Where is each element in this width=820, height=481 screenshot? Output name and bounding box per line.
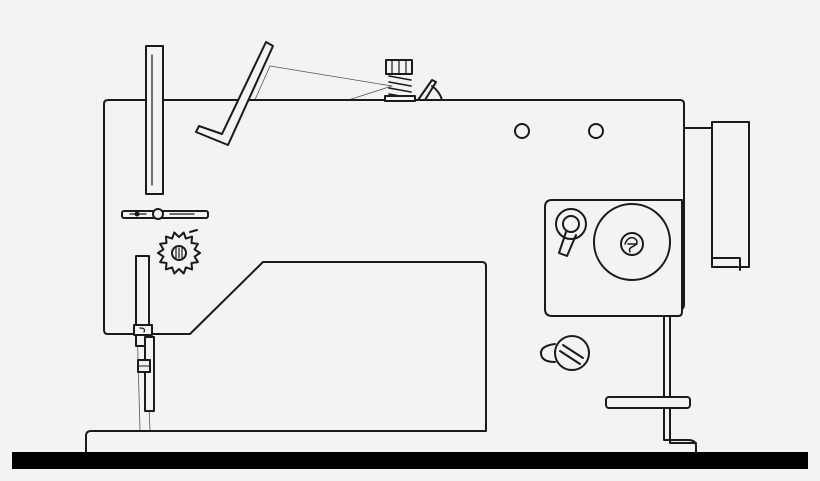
- reverse-lever: [605, 396, 691, 409]
- take-up-lever: [195, 41, 274, 146]
- thread-guide-bar: [121, 208, 209, 220]
- screw-hole: [588, 123, 604, 139]
- screw-hole: [514, 123, 530, 139]
- stitch-dial: [593, 203, 671, 281]
- gear-post: [189, 229, 198, 233]
- reverse-knob: [539, 335, 590, 371]
- thread-guide-wire: [431, 85, 443, 101]
- presser-foot: [137, 336, 155, 412]
- top-tension: [384, 59, 416, 102]
- presser-bar: [133, 255, 153, 347]
- bed-inner-line: [669, 308, 697, 444]
- handwheel-block: [681, 121, 750, 271]
- tension-gear: [157, 229, 201, 275]
- table-base: [12, 452, 808, 469]
- thread-guide: [417, 79, 437, 101]
- tension-lever: [555, 208, 587, 257]
- machine-body: [85, 99, 697, 456]
- needle-bar-housing: [145, 45, 164, 195]
